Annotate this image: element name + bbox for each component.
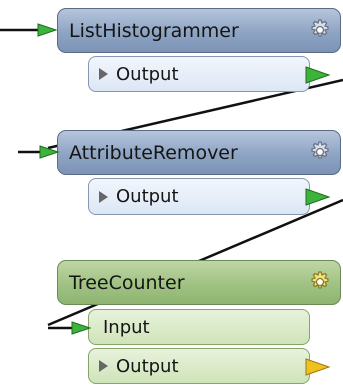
transformer-listhistogrammer[interactable]: ListHistogrammer: [57, 8, 341, 53]
transformer-title: TreeCounter: [69, 271, 185, 294]
yellow-arrow-icon[interactable]: [304, 356, 332, 378]
port-label: Output: [116, 355, 179, 377]
green-arrow-icon[interactable]: [38, 142, 62, 162]
gear-icon[interactable]: [305, 17, 333, 45]
port-label: Output: [116, 186, 179, 207]
transformer-attributeremover[interactable]: AttributeRemover: [57, 130, 341, 175]
green-arrow-icon[interactable]: [70, 318, 94, 338]
gear-icon[interactable]: [305, 269, 333, 297]
input-port-treecounter[interactable]: Input: [88, 309, 310, 345]
green-arrow-icon[interactable]: [304, 186, 332, 208]
output-port-attributeremover[interactable]: Output: [88, 178, 310, 215]
green-arrow-icon[interactable]: [304, 64, 332, 86]
output-port-listhistogrammer[interactable]: Output: [88, 56, 310, 92]
transformer-treecounter[interactable]: TreeCounter: [57, 260, 341, 305]
port-label: Output: [116, 63, 179, 85]
triangle-right-icon[interactable]: [99, 68, 108, 80]
output-port-treecounter[interactable]: Output: [88, 348, 310, 384]
port-label: Input: [103, 316, 150, 338]
triangle-right-icon[interactable]: [99, 360, 108, 372]
transformer-title: ListHistogrammer: [69, 19, 239, 42]
green-arrow-icon[interactable]: [36, 20, 60, 40]
transformer-title: AttributeRemover: [69, 141, 238, 164]
triangle-right-icon[interactable]: [99, 190, 108, 203]
gear-icon[interactable]: [305, 139, 333, 167]
